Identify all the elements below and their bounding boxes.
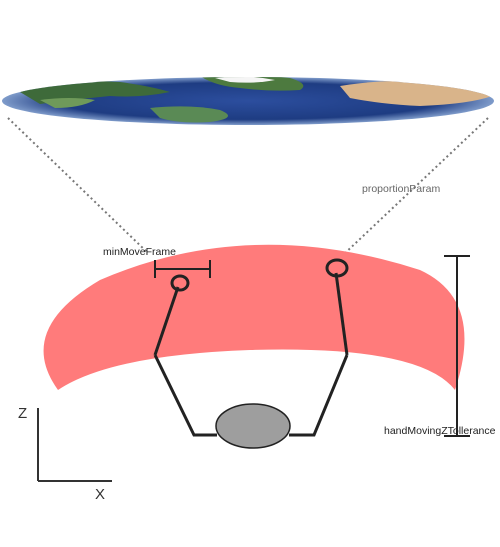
ice-cap <box>215 77 275 83</box>
min-move-frame-bracket <box>154 260 211 278</box>
earth-disc <box>2 77 494 125</box>
left-body-line <box>153 354 217 437</box>
left-arm <box>153 286 180 356</box>
landmass-south <box>150 106 228 123</box>
hand-moving-z-tollerance-label: handMovingZTollerance <box>384 425 496 437</box>
left-hand-circle <box>170 274 190 292</box>
landmass-north <box>20 81 170 104</box>
projection-line-right <box>342 117 489 256</box>
head-shape <box>215 403 291 449</box>
right-body-line <box>289 354 349 437</box>
x-axis-label: X <box>95 486 105 503</box>
axes <box>37 408 112 482</box>
hand-range-band <box>43 244 465 390</box>
proportion-param-label: proportionParam <box>362 183 440 195</box>
right-arm <box>334 272 349 356</box>
right-hand-circle <box>325 258 349 278</box>
z-axis-label: Z <box>18 405 27 422</box>
earth-landmasses <box>20 77 492 123</box>
landmass-west <box>40 98 95 108</box>
z-tolerance-bracket <box>444 255 470 437</box>
min-move-frame-label: minMoveFrame <box>103 246 176 258</box>
projection-line-left <box>7 117 149 254</box>
